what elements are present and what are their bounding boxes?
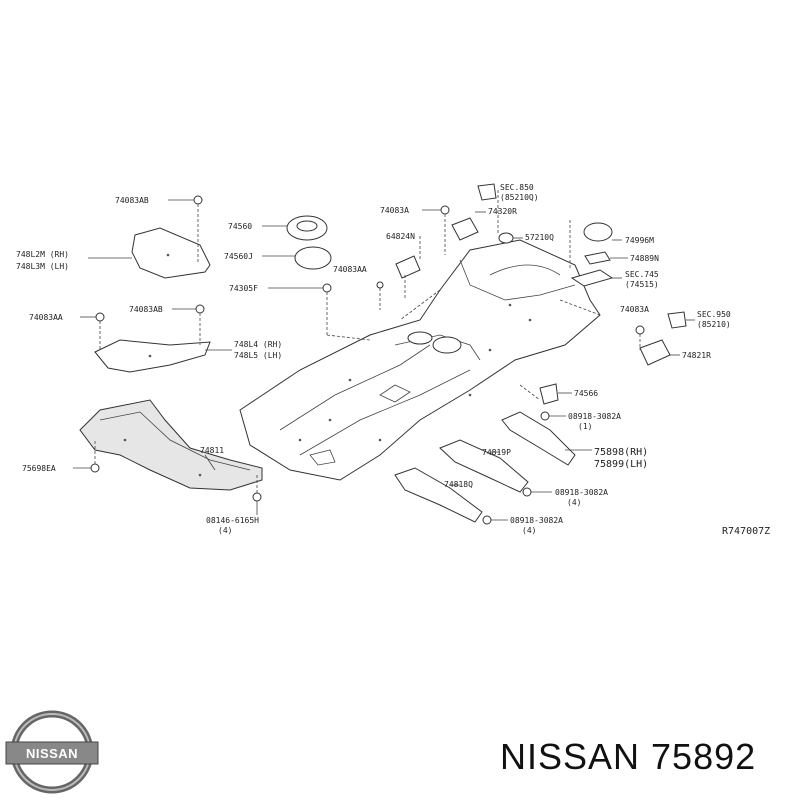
callout-74560J: 74560J — [224, 252, 253, 261]
callout-74996M: 74996M — [625, 236, 654, 245]
front-member-74811 — [79, 399, 263, 491]
insulator-74560 — [286, 215, 328, 241]
callout-75899: 75899(LH) — [594, 459, 648, 470]
rail-74818Q — [394, 467, 483, 523]
nissan-logo: NISSAN — [5, 710, 99, 794]
bracket-74320R — [451, 217, 479, 241]
callout-74083AA-left: 74083AA — [29, 313, 63, 322]
callout-74083A-right: 74083A — [620, 305, 649, 314]
part-caption: NISSAN 75892 — [500, 736, 757, 777]
rail-74819P — [439, 439, 529, 493]
bracket-sec950 — [667, 311, 687, 329]
callout-sec745-a: SEC.745 — [625, 270, 659, 279]
callout-74083A-top: 74083A — [380, 206, 409, 215]
bracket-64824N — [395, 255, 421, 279]
bracket-74566 — [539, 383, 559, 405]
callout-08918-c: 08918-3082A — [510, 516, 563, 525]
reference-code: R747007Z — [722, 526, 770, 537]
bracket-74889N — [584, 251, 611, 265]
bracket-74821R — [639, 339, 671, 366]
cover-748L2M — [131, 227, 211, 279]
callout-74083AB-top: 74083AB — [115, 196, 149, 205]
clip-57210Q — [498, 232, 514, 244]
callout-74305F: 74305F — [229, 284, 258, 293]
callout-74566: 74566 — [574, 389, 598, 398]
callout-08146: 08146-6165H — [206, 516, 259, 525]
callout-08918-a-qty: (1) — [578, 422, 592, 431]
bracket-sec850-1 — [477, 183, 497, 201]
callout-74560: 74560 — [228, 222, 252, 231]
callout-08918-a: 08918-3082A — [568, 412, 621, 421]
callout-748L5: 748L5 (LH) — [234, 351, 282, 360]
callout-08918-b: 08918-3082A — [555, 488, 608, 497]
callout-08918-b-qty: (4) — [567, 498, 581, 507]
logo-text: NISSAN — [26, 746, 78, 761]
callout-75898: 75898(RH) — [594, 447, 648, 458]
callout-64824N: 64824N — [386, 232, 415, 241]
callout-74320R: 74320R — [488, 207, 517, 216]
leader-lines — [73, 190, 695, 521]
callout-sec745-b: (74515) — [625, 280, 659, 289]
callout-74811: 74811 — [200, 446, 224, 455]
floor-under-cover — [239, 239, 601, 481]
callout-74821R: 74821R — [682, 351, 711, 360]
callout-08918-c-qty: (4) — [522, 526, 536, 535]
callout-74889N: 74889N — [630, 254, 659, 263]
callout-74819P: 74819P — [482, 448, 511, 457]
callout-sec850-top-a: SEC.850 — [500, 183, 534, 192]
callout-sec950-b: (85210) — [697, 320, 731, 329]
callout-75698EA: 75698EA — [22, 464, 56, 473]
callout-sec950-a: SEC.950 — [697, 310, 731, 319]
callout-08146-qty: (4) — [218, 526, 232, 535]
rail-75898 — [501, 411, 576, 466]
cover-748L4 — [94, 339, 211, 373]
callout-sec850-top-b: (85210Q) — [500, 193, 539, 202]
callout-labels: 74083AB 748L2M (RH) 748L3M (LH) 74560 74… — [16, 183, 770, 537]
ring-74996M — [583, 222, 613, 242]
callout-748L3M: 748L3M (LH) — [16, 262, 69, 271]
callout-57210Q: 57210Q — [525, 233, 554, 242]
callout-74083AA-mid: 74083AA — [333, 265, 367, 274]
callout-748L2M: 748L2M (RH) — [16, 250, 69, 259]
callout-748L4: 748L4 (RH) — [234, 340, 282, 349]
ring-74560J — [294, 246, 332, 270]
callout-74083AB-mid: 74083AB — [129, 305, 163, 314]
callout-74818Q: 74818Q — [444, 480, 473, 489]
